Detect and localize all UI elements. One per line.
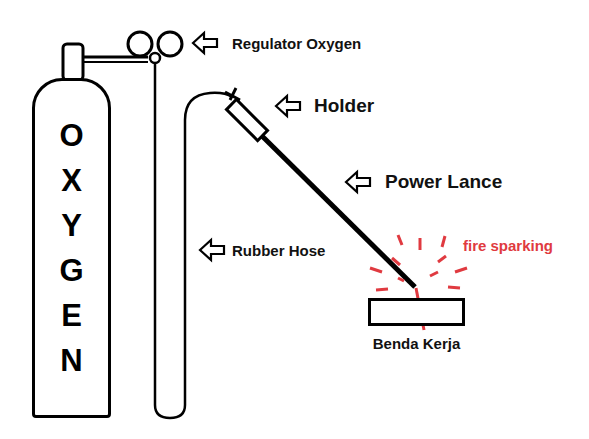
regulator-gauge — [128, 32, 152, 56]
power-lance — [262, 136, 415, 287]
callout-arrow — [276, 96, 300, 116]
part-label: Holder — [314, 95, 374, 117]
gas-cylinder: OXYGEN — [32, 78, 111, 418]
cylinder-label: OXYGEN — [56, 113, 87, 383]
fire-sparks — [370, 235, 467, 290]
workpiece-label: Benda Kerja — [373, 335, 461, 352]
callout-arrow — [346, 172, 370, 192]
holder-valve — [230, 88, 236, 100]
callout-arrow — [200, 240, 224, 260]
regulator-pipe — [83, 61, 148, 63]
holder — [226, 99, 267, 140]
regulator-body — [150, 53, 160, 63]
part-label: Regulator Oxygen — [232, 35, 361, 52]
cylinder-valve — [63, 44, 83, 80]
part-label: Rubber Hose — [232, 242, 325, 259]
rubber-hose — [155, 63, 232, 418]
regulator-gauge — [158, 32, 182, 56]
part-label: Power Lance — [385, 171, 502, 193]
callout-arrow — [193, 33, 217, 53]
part-label: fire sparking — [463, 237, 553, 254]
workpiece: Benda Kerja — [368, 298, 465, 326]
